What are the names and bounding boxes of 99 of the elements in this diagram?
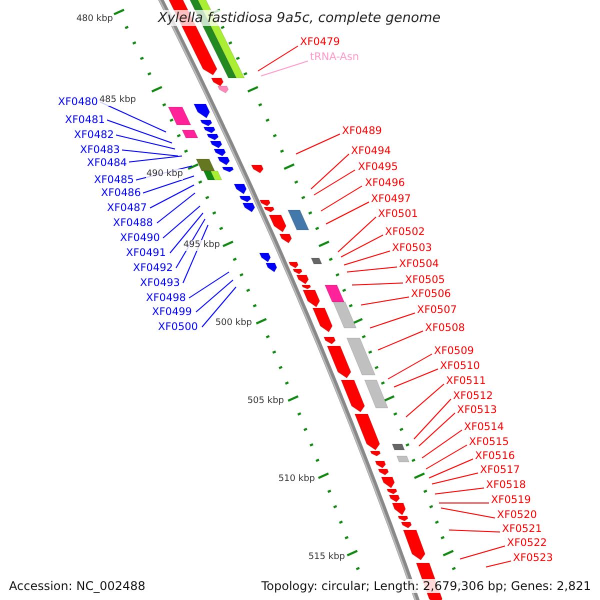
accession-note: Accession: NC_002488 xyxy=(9,579,146,593)
leader-line xyxy=(310,154,350,190)
leader-line xyxy=(352,282,404,286)
gene-label: XF0519 xyxy=(491,494,531,506)
gene-label: XF0514 xyxy=(464,421,504,433)
leader-line xyxy=(438,502,490,504)
leader-line xyxy=(394,368,438,388)
map-title: Xylella fastidiosa 9a5c, complete genome xyxy=(158,10,441,26)
gene-label: XF0480 xyxy=(58,96,98,108)
gene-label: XF0522 xyxy=(507,537,547,549)
leader-line xyxy=(486,560,512,568)
leader-line xyxy=(202,286,236,328)
gene-label: XF0497 xyxy=(371,193,411,205)
gene-label: XF0503 xyxy=(392,242,432,254)
leader-line xyxy=(428,458,474,478)
scale-label: 490 kbp xyxy=(146,169,183,180)
gene-label: XF0511 xyxy=(446,375,486,387)
gene-label: tRNA-Asn xyxy=(310,51,360,63)
gene-label: XF0516 xyxy=(475,450,515,462)
scale-label: 505 kbp xyxy=(247,396,284,407)
gene-label: XF0495 xyxy=(358,161,398,173)
gene-label: XF0508 xyxy=(425,322,465,334)
leader-line xyxy=(150,184,194,208)
scale-label: 485 kbp xyxy=(99,95,136,106)
gene-label: XF0479 xyxy=(300,36,340,48)
leader-line xyxy=(370,312,416,328)
gene-label: XF0481 xyxy=(65,114,105,126)
gene-label: XF0515 xyxy=(469,436,509,448)
scale-label: 480 kbp xyxy=(76,14,113,25)
gene-label: XF0505 xyxy=(405,274,445,286)
leader-line xyxy=(448,530,500,532)
leader-line xyxy=(434,488,484,494)
scale-label: 510 kbp xyxy=(278,474,315,485)
gene-label: XF0507 xyxy=(417,304,457,316)
gene-label: XF0517 xyxy=(480,464,520,476)
gene-label: XF0482 xyxy=(74,129,114,141)
gene-label: XF0499 xyxy=(152,306,192,318)
gene-label: XF0486 xyxy=(101,187,141,199)
leader-line xyxy=(346,266,398,272)
gene-label: XF0510 xyxy=(440,360,480,372)
gene-label: XF0520 xyxy=(497,509,537,521)
leader-line xyxy=(344,250,390,266)
scale-label: 495 kbp xyxy=(183,240,220,251)
leader-line xyxy=(414,398,452,440)
leader-line xyxy=(460,546,506,560)
leader-line xyxy=(418,412,456,446)
gene-label: XF0500 xyxy=(158,321,198,333)
leader-line xyxy=(388,354,432,380)
gene-label: XF0490 xyxy=(120,232,160,244)
leader-line xyxy=(326,202,370,224)
leader-line xyxy=(260,60,308,76)
gene-label: XF0491 xyxy=(126,247,166,259)
leader-line xyxy=(188,272,230,298)
gene-label: XF0502 xyxy=(385,226,425,238)
leader-line xyxy=(116,134,176,150)
leader-line xyxy=(162,206,200,238)
leader-line xyxy=(296,134,340,154)
scale-label: 500 kbp xyxy=(215,318,252,329)
leader-line xyxy=(106,120,172,144)
gene-label: XF0493 xyxy=(140,277,180,289)
leader-line xyxy=(122,150,178,156)
gene-label: XF0488 xyxy=(113,217,153,229)
leader-line xyxy=(314,170,356,196)
leader-line xyxy=(156,192,196,224)
leader-line xyxy=(320,186,362,212)
genome-summary-note: Topology: circular; Length: 2,679,306 bp; Genes: 2,821 xyxy=(261,579,591,593)
gene-label: XF0492 xyxy=(133,262,173,274)
leader-line xyxy=(440,508,496,518)
gene-label: XF0487 xyxy=(107,202,147,214)
gene-label: XF0512 xyxy=(453,390,493,402)
leader-line xyxy=(422,430,462,458)
gene-label: XF0501 xyxy=(378,208,418,220)
leader-line xyxy=(340,234,384,258)
leader-line xyxy=(142,176,194,194)
gene-label: XF0518 xyxy=(486,479,526,491)
gene-label: XF0484 xyxy=(87,157,127,169)
leader-line xyxy=(406,384,444,418)
leader-line xyxy=(338,216,376,252)
leader-line xyxy=(378,330,424,350)
gene-label: XF0513 xyxy=(457,404,497,416)
leader-line xyxy=(258,46,298,72)
gene-label: XF0494 xyxy=(351,145,391,157)
gene-label: XF0521 xyxy=(502,523,542,535)
gene-label: XF0498 xyxy=(146,292,186,304)
gene-label: XF0506 xyxy=(411,288,451,300)
leader-line xyxy=(128,156,182,162)
gene-label: XF0496 xyxy=(365,177,405,189)
gene-label: XF0483 xyxy=(80,144,120,156)
scale-label: 515 kbp xyxy=(308,552,345,563)
leader-line xyxy=(360,296,410,306)
leader-line xyxy=(426,444,468,470)
gene-label: XF0485 xyxy=(94,174,134,186)
gene-label: XF0523 xyxy=(513,552,553,564)
gene-label: XF0504 xyxy=(399,258,439,270)
gene-label: XF0509 xyxy=(434,345,474,357)
leader-line xyxy=(432,472,478,484)
gene-label: XF0489 xyxy=(342,125,382,137)
leader-line xyxy=(170,212,204,254)
leader-line xyxy=(196,280,234,312)
